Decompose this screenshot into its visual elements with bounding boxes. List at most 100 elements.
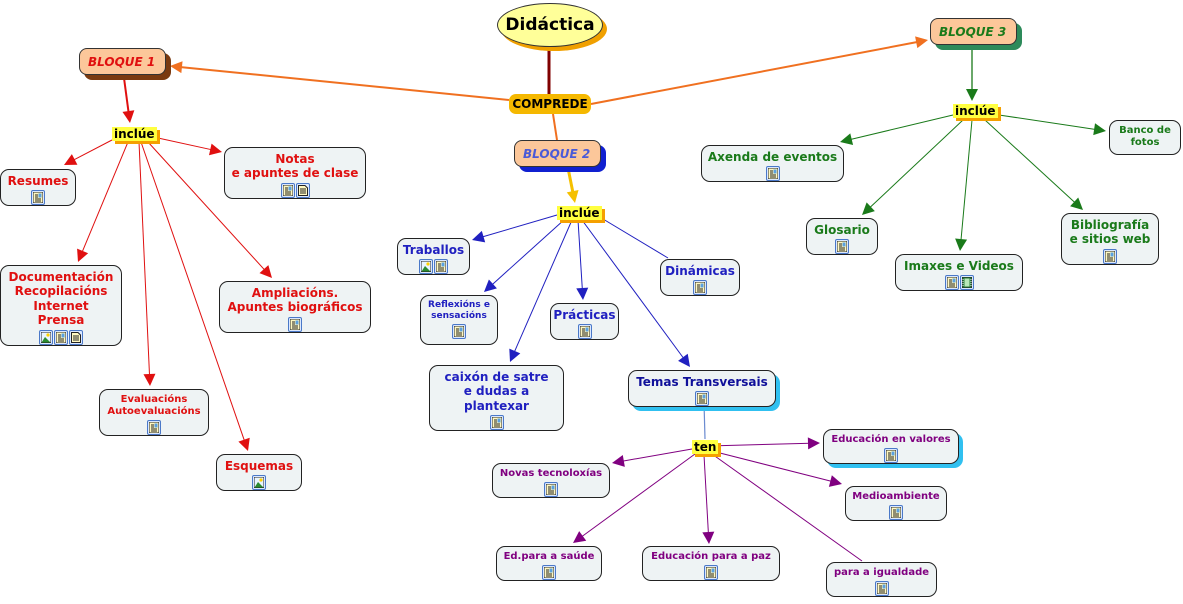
node-label: Medioambiente — [852, 491, 940, 502]
connection-line — [566, 167, 575, 194]
bloque-3-label: BLOQUE 3 — [939, 24, 1007, 39]
document-image-icon[interactable] — [693, 280, 707, 296]
document-image-icon[interactable] — [542, 565, 556, 580]
arrowhead — [472, 230, 486, 243]
resource-icons — [39, 329, 83, 345]
connection-line — [960, 119, 973, 242]
link-label-inclue-2[interactable]: inclúe — [557, 206, 602, 220]
bloque-3-node[interactable]: BLOQUE 3 — [930, 18, 1017, 45]
node-label: Imaxes e Videos — [904, 259, 1014, 273]
document-image-icon[interactable] — [452, 323, 466, 339]
image-icon[interactable] — [252, 475, 266, 491]
arrowhead — [807, 437, 820, 450]
resource-icons — [1103, 248, 1117, 264]
node-label: Bibliografía e sitios web — [1069, 218, 1151, 247]
image-icon[interactable] — [39, 329, 53, 345]
concept-node-documentación[interactable]: Documentación Recopilacións Internet Pre… — [0, 265, 122, 346]
document-image-icon[interactable] — [288, 316, 302, 332]
resource-icons — [884, 448, 898, 463]
text-document-icon[interactable] — [295, 182, 310, 198]
link-label-inclue-3[interactable]: inclúe — [953, 104, 998, 118]
concept-node-para-a-igualdade[interactable]: para a igualdade — [826, 562, 937, 597]
document-image-icon[interactable] — [704, 565, 718, 580]
connection-line — [849, 114, 954, 141]
resource-icons — [874, 581, 889, 596]
document-image-icon[interactable] — [695, 391, 709, 407]
bloque-1-node[interactable]: BLOQUE 1 — [79, 48, 166, 75]
resource-icons — [288, 316, 302, 332]
document-image-icon[interactable] — [874, 581, 889, 596]
document-image-icon[interactable] — [489, 415, 504, 431]
link-label-ten[interactable]: ten — [692, 440, 719, 454]
concept-node-temas-transversais[interactable]: Temas Transversais — [628, 370, 776, 408]
connection-line — [984, 119, 1077, 204]
concept-node-ed-para-a-saúde[interactable]: Ed.para a saúde — [496, 546, 602, 581]
arrowhead — [840, 133, 854, 146]
document-image-icon[interactable] — [147, 420, 161, 435]
concept-node-banco-de[interactable]: Banco de fotos — [1109, 120, 1181, 155]
root-concept-didactica[interactable]: Didáctica — [497, 3, 603, 47]
text-document-icon[interactable] — [69, 329, 83, 345]
concept-node-resumes[interactable]: Resumes — [0, 169, 76, 207]
connection-line — [179, 65, 510, 101]
node-label: Notas e apuntes de clase — [231, 152, 359, 181]
concept-node-educación-en-valores[interactable]: Educación en valores — [823, 429, 959, 464]
concept-node-medioambiente[interactable]: Medioambiente — [845, 486, 947, 521]
concept-node-traballos[interactable]: Traballos — [397, 238, 470, 276]
concept-node-glosario[interactable]: Glosario — [806, 218, 878, 256]
concept-node-prácticas[interactable]: Prácticas — [550, 303, 619, 341]
concept-node-bibliografía[interactable]: Bibliografía e sitios web — [1061, 213, 1159, 265]
node-label: Esquemas — [224, 459, 294, 473]
concept-node-esquemas[interactable]: Esquemas — [216, 454, 302, 492]
document-image-icon[interactable] — [1103, 248, 1117, 264]
document-image-icon[interactable] — [765, 166, 780, 182]
document-image-icon[interactable] — [884, 448, 898, 463]
document-image-icon[interactable] — [54, 329, 68, 345]
bloque-2-node[interactable]: BLOQUE 2 — [514, 140, 601, 167]
node-label: Ampliacións. Apuntes biográficos — [227, 286, 363, 315]
inclue-1-text: inclúe — [114, 127, 155, 141]
concept-node-ampliacións[interactable]: Ampliacións. Apuntes biográficos — [219, 281, 371, 333]
connection-line — [711, 453, 863, 562]
image-icon[interactable] — [419, 259, 433, 275]
document-image-icon[interactable] — [889, 505, 903, 520]
resource-icons — [280, 182, 310, 198]
resource-icons — [542, 565, 556, 580]
connection-line — [868, 119, 964, 209]
link-label-inclue-1[interactable]: inclúe — [112, 127, 157, 141]
concept-node-novas-tecnoloxías[interactable]: Novas tecnoloxías — [492, 463, 610, 498]
bloque-2-label: BLOQUE 2 — [523, 146, 591, 161]
comprede-label: COMPREDE — [512, 97, 588, 111]
document-image-icon[interactable] — [280, 182, 295, 198]
concept-node-reflexións-e[interactable]: Reflexións e sensacións — [420, 295, 498, 345]
resource-icons — [31, 190, 45, 206]
arrowhead — [170, 61, 183, 74]
document-image-icon[interactable] — [944, 275, 959, 291]
concept-node-educación-para-a-paz[interactable]: Educación para a paz — [642, 546, 780, 581]
document-image-icon[interactable] — [577, 324, 592, 340]
ten-text: ten — [694, 440, 717, 454]
concept-node-dinámicas[interactable]: Dinámicas — [660, 259, 740, 297]
concept-node-imaxes-e-videos[interactable]: Imaxes e Videos — [895, 254, 1023, 292]
node-label: Axenda de eventos — [707, 150, 838, 164]
connection-line — [513, 219, 573, 354]
link-label-comprede[interactable]: COMPREDE — [509, 94, 591, 114]
concept-node-notas[interactable]: Notas e apuntes de clase — [224, 147, 366, 199]
document-image-icon[interactable] — [434, 259, 448, 275]
node-label: Dinámicas — [665, 264, 735, 278]
document-image-icon[interactable] — [835, 239, 849, 255]
resource-icons — [889, 505, 903, 520]
arrowhead — [955, 238, 968, 251]
document-image-icon[interactable] — [31, 190, 45, 206]
arrowhead — [238, 437, 250, 451]
concept-node-axenda-de-eventos[interactable]: Axenda de eventos — [701, 145, 844, 183]
concept-node-caixón-de-satre[interactable]: caixón de satre e dudas a plantexar — [429, 365, 564, 432]
document-image-icon[interactable] — [544, 482, 558, 497]
arrowhead — [484, 279, 497, 292]
arrowhead — [573, 531, 587, 543]
arrowhead — [259, 265, 272, 278]
resource-icons — [147, 420, 161, 435]
video-icon[interactable] — [959, 275, 974, 291]
concept-node-evaluacións[interactable]: Evaluacións Autoevaluacións — [99, 389, 209, 436]
